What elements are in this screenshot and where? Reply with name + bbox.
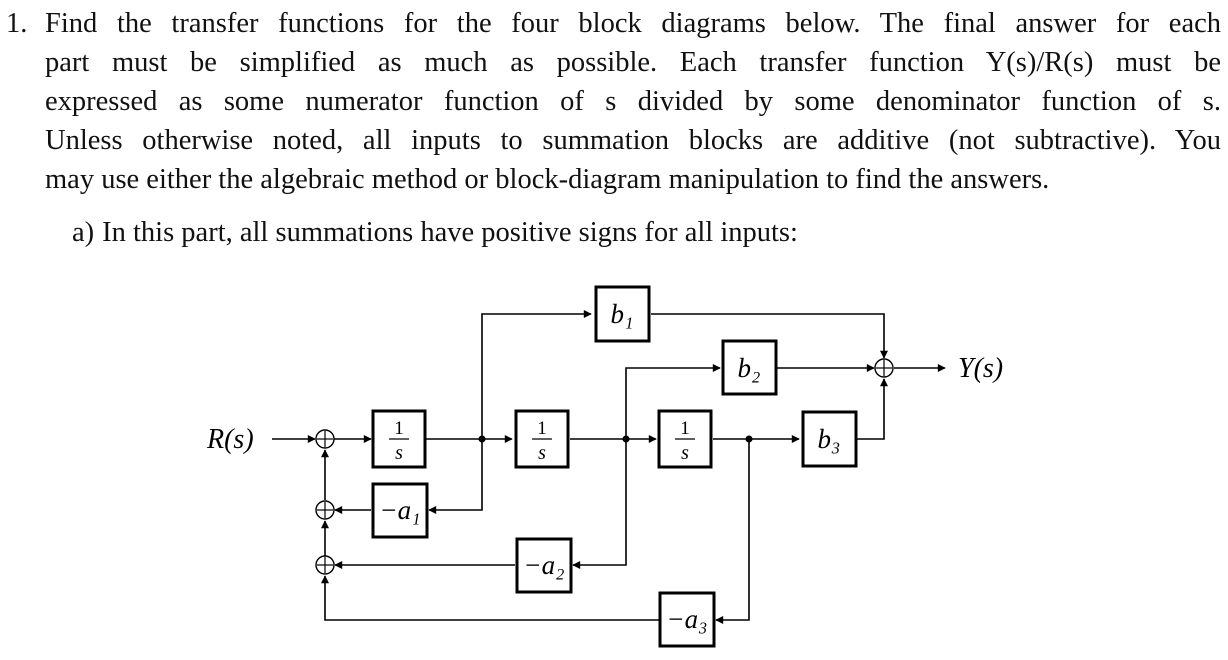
- branch-point-2: [622, 435, 630, 443]
- svg-text:s: s: [681, 442, 689, 464]
- part-a-label: a): [72, 217, 95, 248]
- svg-text:−a₂: −a₂: [523, 550, 564, 580]
- svg-text:1: 1: [680, 418, 690, 439]
- gain-block-neg-a1: −a₁: [371, 482, 429, 539]
- wire-to-b1: [481, 310, 592, 439]
- svg-text:s: s: [395, 442, 403, 464]
- gain-block-b1: b₁: [594, 285, 651, 343]
- wire-b3-to-sum: [857, 378, 888, 440]
- svg-text:b₃: b₃: [818, 424, 841, 454]
- svg-text:−a₃: −a₃: [666, 604, 707, 634]
- part-a-heading: a)In this part, all summations have posi…: [72, 217, 798, 249]
- svg-text:s: s: [538, 442, 546, 464]
- wire-b1-to-sum: [651, 313, 888, 359]
- wire-to-a2: [572, 439, 627, 569]
- svg-text:b₁: b₁: [611, 299, 634, 329]
- integrator-block-2: 1 s: [514, 409, 570, 469]
- gain-block-neg-a2: −a₂: [515, 537, 573, 594]
- gain-block-neg-a3: −a₃: [658, 591, 716, 648]
- summing-junction-output: [874, 358, 894, 378]
- problem-line-1: Find the transfer functions for the four…: [45, 8, 1221, 39]
- svg-text:1: 1: [394, 418, 404, 439]
- svg-text:−a₁: −a₁: [379, 495, 420, 525]
- branch-point-1: [478, 435, 486, 443]
- problem-line-3: expressed as some numerator function of …: [45, 86, 1221, 117]
- svg-text:b₂: b₂: [738, 353, 761, 383]
- problem-line-5: may use either the algebraic method or b…: [45, 164, 1050, 195]
- wire-to-a1: [428, 439, 483, 514]
- problem-text: Find the transfer functions for the four…: [45, 4, 1221, 199]
- summing-junction-a1: [315, 500, 335, 520]
- integrator-block-1: 1 s: [371, 409, 427, 469]
- problem-line-2: part must be simplified as much as possi…: [45, 47, 1221, 78]
- part-a-text: In this part, all summations have positi…: [102, 217, 798, 248]
- branch-point-3: [745, 435, 753, 443]
- wire-to-a3: [715, 439, 750, 624]
- summing-junction-a2: [315, 555, 335, 575]
- gain-block-b3: b₃: [801, 410, 858, 468]
- output-label: Y(s): [958, 353, 1003, 384]
- gain-block-b2: b₂: [721, 339, 778, 396]
- input-label: R(s): [206, 424, 254, 455]
- problem-line-4: Unless otherwise noted, all inputs to su…: [45, 125, 1221, 156]
- summing-junction-input: [315, 429, 335, 449]
- wire-to-b2: [625, 364, 721, 439]
- problem-number: 1.: [6, 8, 28, 39]
- integrator-block-3: 1 s: [657, 409, 713, 469]
- wire-a3-to-sum: [321, 575, 659, 621]
- signal-wires: [272, 310, 946, 624]
- svg-text:1: 1: [537, 418, 547, 439]
